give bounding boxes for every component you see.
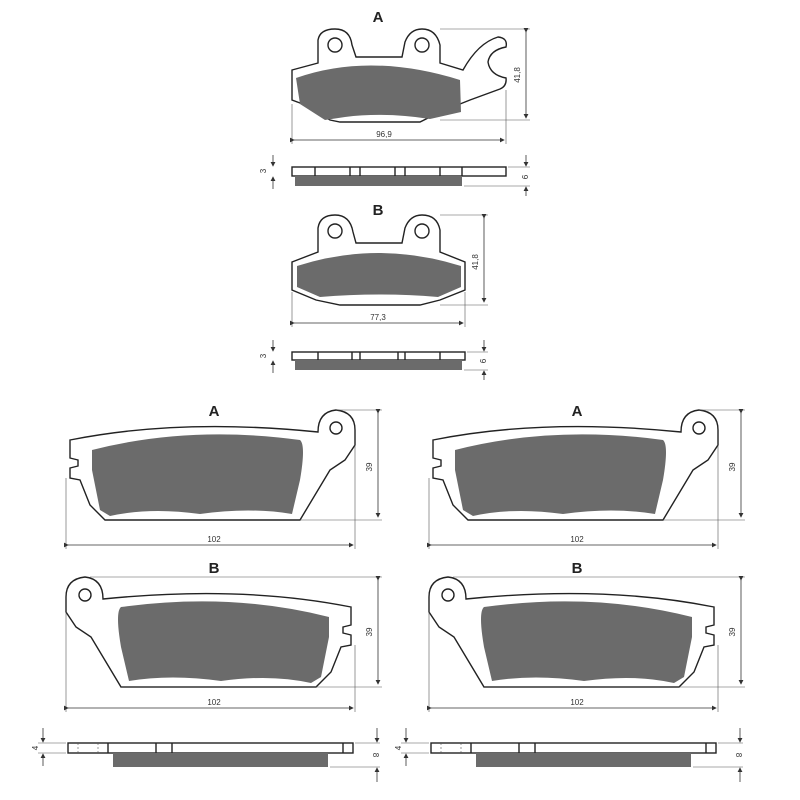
height-dimension: 39 bbox=[728, 627, 737, 636]
top-pad-a-side-view: 3 9 bbox=[259, 155, 530, 196]
width-dimension: 102 bbox=[570, 698, 584, 707]
plate-thickness: 4 bbox=[31, 745, 40, 750]
total-thickness: 9 bbox=[520, 175, 529, 180]
bottom-left-pad-b: B 39 102 bbox=[64, 560, 382, 712]
width-dimension: 102 bbox=[207, 535, 221, 544]
pad-label: A bbox=[373, 9, 384, 26]
height-dimension: 39 bbox=[728, 462, 737, 471]
top-pad-b: B 41,8 77,3 bbox=[290, 202, 488, 327]
plate-thickness: 3 bbox=[259, 353, 268, 358]
bottom-left-pad-a: A 39 102 bbox=[64, 403, 382, 549]
total-thickness: 8 bbox=[371, 753, 380, 758]
height-dimension: 41,8 bbox=[471, 254, 480, 270]
side-profile bbox=[67, 742, 354, 768]
bottom-right-side-view: 4 8 bbox=[394, 728, 743, 782]
top-pad-a: A 41,8 96,9 bbox=[290, 9, 530, 144]
total-thickness: 8 bbox=[734, 753, 743, 758]
total-thickness: 9 bbox=[478, 359, 487, 364]
pad-label: B bbox=[209, 560, 220, 577]
width-dimension: 77,3 bbox=[370, 313, 386, 322]
width-dimension: 96,9 bbox=[376, 130, 392, 139]
friction-material bbox=[297, 253, 461, 297]
pad-label: B bbox=[373, 202, 384, 219]
plate-thickness: 4 bbox=[394, 745, 403, 750]
height-dimension: 41,8 bbox=[513, 67, 522, 83]
pad-label: B bbox=[572, 560, 583, 577]
height-dimension: 39 bbox=[365, 627, 374, 636]
mount-hole bbox=[327, 223, 343, 239]
mount-hole bbox=[414, 37, 430, 53]
mount-hole bbox=[327, 37, 343, 53]
width-dimension: 102 bbox=[570, 535, 584, 544]
top-pad-b-side-view: 3 9 bbox=[259, 340, 488, 380]
pad-label: A bbox=[572, 403, 583, 420]
pad-outline bbox=[65, 576, 352, 688]
pad-outline bbox=[428, 576, 715, 688]
bottom-right-pad-b: B 39 102 bbox=[427, 560, 745, 712]
bottom-right-pad-a: A 39 102 bbox=[427, 403, 745, 549]
mount-hole bbox=[414, 223, 430, 239]
pad-outline bbox=[69, 409, 356, 521]
width-dimension: 102 bbox=[207, 698, 221, 707]
pad-outline bbox=[432, 409, 719, 521]
friction-material bbox=[296, 65, 461, 120]
plate-thickness: 3 bbox=[259, 168, 268, 173]
pad-label: A bbox=[209, 403, 220, 420]
side-profile bbox=[430, 742, 717, 768]
height-dimension: 39 bbox=[365, 462, 374, 471]
bottom-left-side-view: 4 8 bbox=[31, 728, 380, 782]
